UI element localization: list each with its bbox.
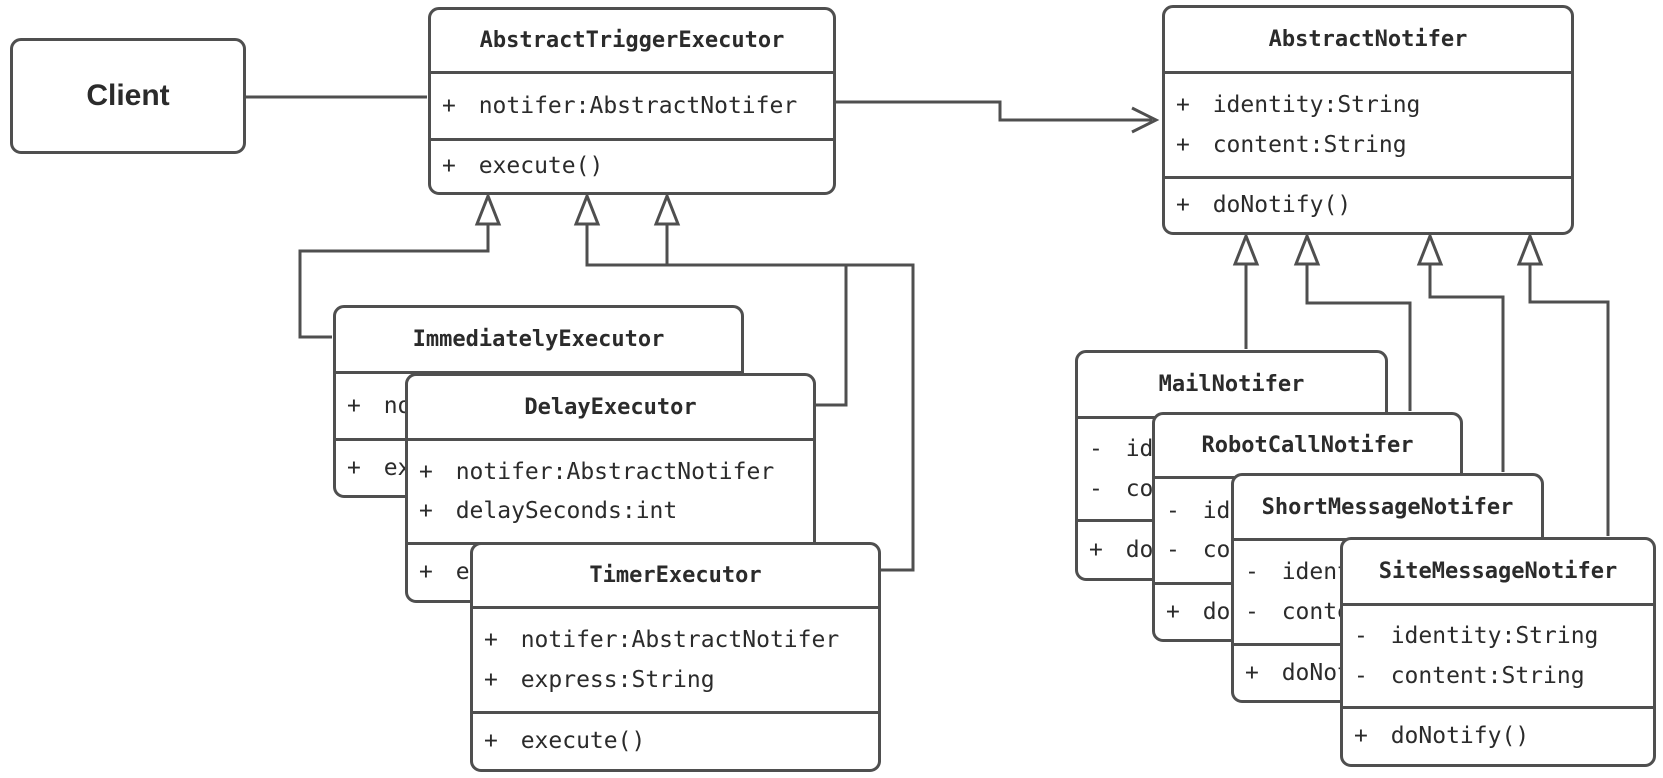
attribute: + notifer:AbstractNotifer (442, 92, 798, 119)
triangle-arrow-icon (1416, 231, 1444, 266)
triangle-arrow-icon (474, 191, 502, 226)
class-title: SiteMessageNotifer (1378, 559, 1618, 584)
attributes-compartment: + notifer:AbstractNotifer + express:Stri… (473, 606, 878, 711)
attribute: + delaySeconds:int (419, 498, 678, 524)
generalization-site (1528, 264, 1610, 536)
triangle-arrow-icon (1516, 231, 1544, 266)
method: + execute() (442, 153, 604, 180)
methods-compartment: + doNotify() (1165, 176, 1571, 232)
attribute: + express:String (484, 666, 715, 693)
triangle-arrow-icon (573, 191, 601, 226)
class-title: ImmediatelyExecutor (412, 327, 665, 352)
attributes-compartment: + identity:String + content:String (1165, 71, 1571, 176)
attributes-compartment: + notifer:AbstractNotifer (431, 71, 833, 138)
class-title: DelayExecutor (524, 394, 697, 420)
triangle-arrow-icon (653, 191, 681, 226)
generalization-timer (665, 224, 915, 572)
class-box-abstract-trigger-executor: AbstractTriggerExecutor + notifer:Abstra… (428, 7, 836, 195)
class-box-site-message-notifer: SiteMessageNotifer - identity:String - c… (1340, 537, 1656, 767)
class-title: TimerExecutor (589, 563, 762, 588)
attribute: - content:String (1354, 662, 1585, 689)
attribute: + identity:String (1176, 92, 1421, 119)
class-title: AbstractNotifer (1268, 27, 1468, 52)
attributes-compartment: - identity:String - content:String (1343, 603, 1653, 706)
generalization-immediately (298, 224, 490, 339)
association-executor-notifer (836, 100, 1152, 122)
attributes-compartment: + notifer:AbstractNotifer + delaySeconds… (408, 438, 813, 542)
class-title: RobotCallNotifer (1201, 433, 1414, 458)
class-box-abstract-notifer: AbstractNotifer + identity:String + cont… (1162, 5, 1574, 235)
class-box-client: Client (10, 38, 246, 154)
methods-compartment: + execute() (431, 138, 833, 192)
class-title: MailNotifer (1158, 372, 1305, 397)
triangle-arrow-icon (1293, 231, 1321, 266)
attribute: - identity:String (1354, 623, 1599, 650)
open-arrowhead-icon (1131, 106, 1160, 134)
class-title: Client (86, 79, 170, 112)
method: + doNotify() (1176, 192, 1352, 219)
attribute: + content:String (1176, 131, 1407, 158)
methods-compartment: + execute() (473, 711, 878, 769)
method: + doNotify() (1354, 723, 1530, 750)
class-title: ShortMessageNotifer (1261, 494, 1514, 520)
class-title: AbstractTriggerExecutor (479, 28, 785, 53)
generalization-robot (1305, 264, 1412, 411)
class-box-timer-executor: TimerExecutor + notifer:AbstractNotifer … (470, 542, 881, 772)
attribute: + notifer:AbstractNotifer (484, 627, 840, 654)
generalization-short (1428, 264, 1505, 472)
method: + execute() (484, 728, 646, 755)
triangle-arrow-icon (1232, 231, 1260, 266)
attribute: + notifer:AbstractNotifer (419, 458, 775, 485)
methods-compartment: + doNotify() (1343, 706, 1653, 764)
